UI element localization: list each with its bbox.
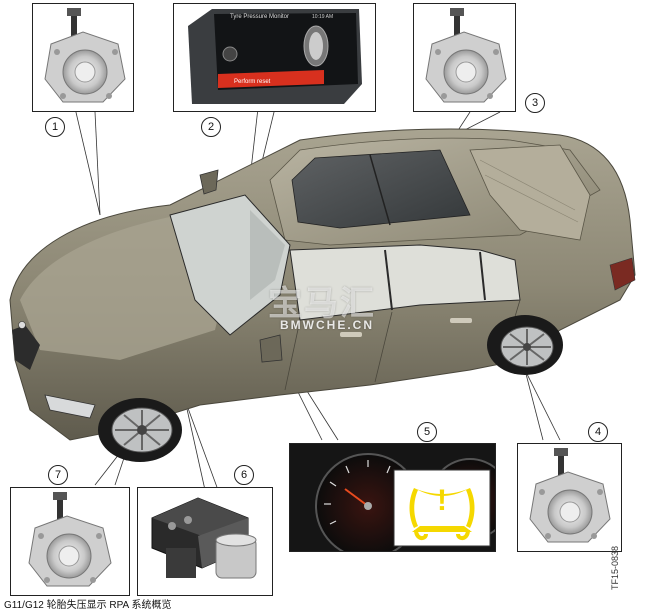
- callout-number-3: 3: [525, 93, 545, 113]
- dsc-unit-icon: [138, 488, 272, 595]
- callout-number-1: 1: [45, 117, 65, 137]
- warning-exclamation: !: [434, 484, 450, 518]
- wheel-hub-sensor-icon: [33, 4, 133, 111]
- callout-number-5: 5: [417, 422, 437, 442]
- callout-number-2: 2: [201, 117, 221, 137]
- callout-box-6: [137, 487, 273, 596]
- central-display-icon: [174, 4, 375, 111]
- callout-number-6: 6: [234, 465, 254, 485]
- reset-button-label: Perform reset: [234, 79, 270, 85]
- callout-box-4: [517, 443, 622, 552]
- callout-number-7: 7: [48, 465, 68, 485]
- callout-box-1: [32, 3, 134, 112]
- document-id: TF15-0838: [610, 546, 620, 590]
- watermark-site: BMWCHE.CN: [280, 318, 374, 332]
- callout-box-3: [413, 3, 516, 112]
- callout-box-7: [10, 487, 130, 596]
- wheel-hub-sensor-icon: [518, 444, 621, 551]
- wheel-hub-sensor-icon: [414, 4, 515, 111]
- screen-title: Tyre Pressure Monitor: [230, 14, 289, 20]
- callout-box-5: !: [289, 443, 496, 552]
- callout-number-4: 4: [588, 422, 608, 442]
- wheel-hub-sensor-icon: [11, 488, 129, 595]
- callout-box-2: Tyre Pressure Monitor 10:19 AM Perform r…: [173, 3, 376, 112]
- figure-caption: G11/G12 轮胎失压显示 RPA 系统概览: [4, 596, 171, 611]
- screen-time: 10:19 AM: [312, 14, 333, 20]
